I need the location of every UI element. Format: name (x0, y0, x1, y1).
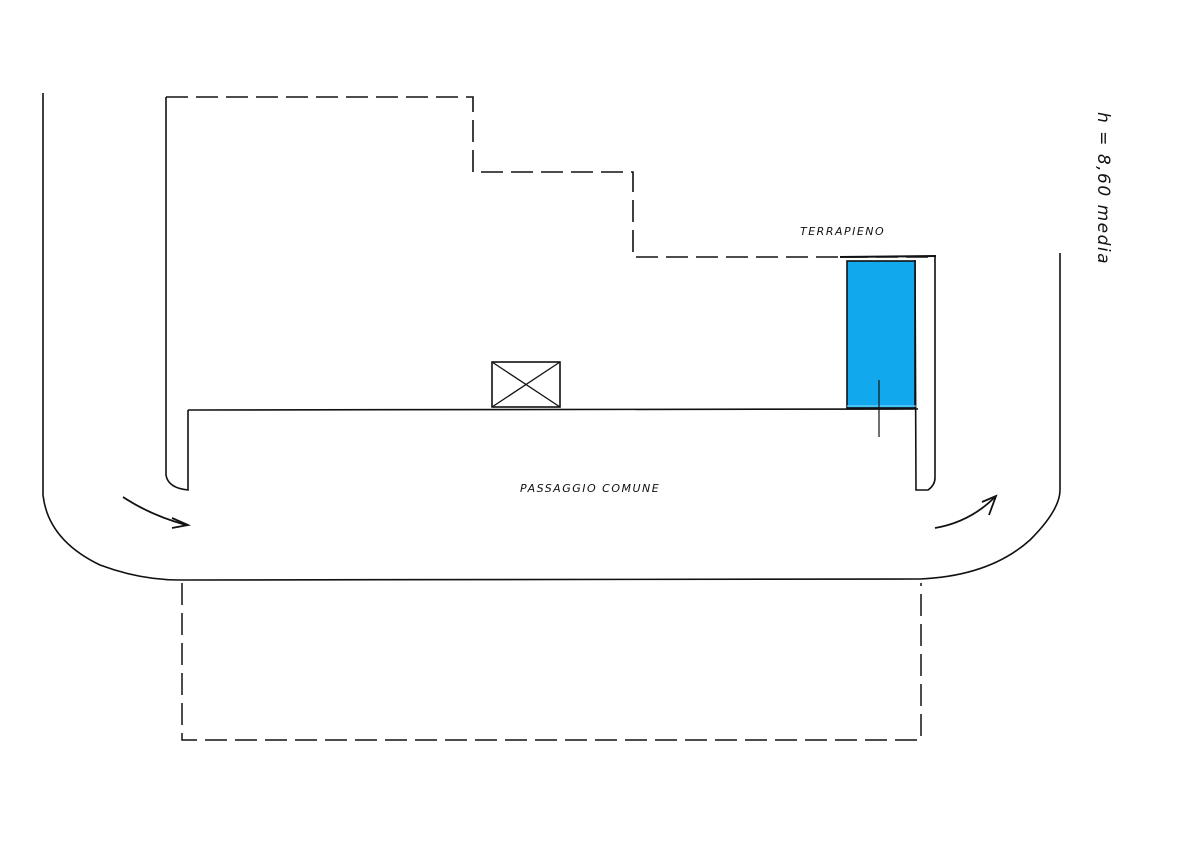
building-front-line (187, 408, 919, 411)
right-inner-wall (914, 257, 936, 491)
lower-building-outline (181, 583, 922, 741)
label-height-note: h = 8,60 media (1093, 112, 1113, 265)
building-upper-outline (166, 96, 935, 258)
left-inner-wall (165, 97, 189, 491)
entry-arrow-icon (122, 496, 192, 529)
outer-road-boundary (42, 93, 1061, 581)
crossed-box (491, 361, 561, 408)
label-passaggio-comune: PASSAGGIO COMUNE (520, 482, 660, 495)
highlighted-unit (846, 260, 916, 409)
terrapieno-edge (839, 255, 937, 258)
label-terrapieno: TERRAPIENO (800, 225, 885, 238)
exit-arrow-icon (934, 494, 998, 529)
